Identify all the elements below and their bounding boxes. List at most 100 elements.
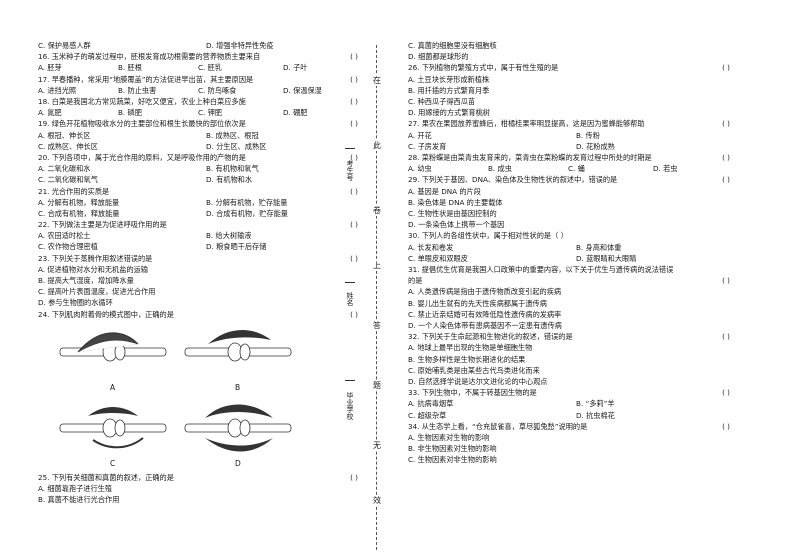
option-a: C. 单眼皮和双眼皮 [408,253,468,263]
question-text: 34. 从生态学上看，“仓充鼠雀喜，草尽狐兔愁”说明的是 [408,421,588,431]
question-text: 16. 玉米种子的萌发过程中，胚根发育成功根需要的营养物质主要来自 [38,52,261,62]
option-d: D. 子叶 [283,63,308,73]
question-line: 18. 白菜是我国北方常见蔬菜，好吃又便宜，农业上种白菜应多施( ) [38,96,358,107]
option-b: D. 花粉成熟 [576,141,615,151]
question-text: 26. 下列植物的繁殖方式中，属于有性生殖的是 [408,63,559,73]
question-text: 25. 下列有关细菌和真菌的叙述，正确的是 [38,472,174,482]
option-line: D. 参与生物圈的水循环 [38,298,113,308]
option-a: C. 子房发育 [408,141,447,151]
muscle-bone-figures: A B C D [38,320,358,472]
option-line: B. 生物多样性是生物长期进化的结果 [408,354,526,364]
option-a: C. 保护易感人群 [38,41,91,50]
option-line: D. 用嫁接的方式繁育桃树 [408,108,490,118]
exam-number-line [345,148,355,149]
answer-parentheses: ( ) [350,309,358,319]
option-line: A. 促进植物对水分和无机盐的运输 [38,264,148,274]
question-text: 27. 果农在果园放养蜜蜂后，柑橘桂果率明显提高，这是因为蜜蜂能够帮助 [408,119,645,129]
option-line: D. 细菌都是球形的 [408,52,469,62]
option-a: A. 幼虫 [408,164,432,174]
option-b: D. 粮食晒干后存储 [206,242,267,252]
option-b: B. 传粉 [576,130,600,140]
joint-figure-b: B [183,322,293,392]
question-text: 30. 下列人的各组性状中，属于相对性状的是（ ） [408,231,568,241]
question-text: 24. 下列肌肉附着骨的模式图中，正确的是 [38,309,174,319]
answer-parentheses: ( ) [350,186,358,196]
joint-figure-c: C [58,398,168,468]
question-text: 22. 下列做法主要是为促进呼吸作用的是 [38,220,167,230]
answer-parentheses: ( ) [350,119,358,129]
question-line: 29. 下列关于基因、DNA、染色体及生物性状的叙述中，错误的是( ) [408,174,730,185]
answer-parentheses: ( ) [722,153,730,162]
option-b: D. 增强非特异性免疫 [206,41,274,50]
question-line: 20. 下列各项中，属于光合作用的原料，又是呼吸作用的产物的是( ) [38,152,358,163]
option-b: D. 分生区、成熟区 [206,141,267,151]
option-a: A. 开花 [408,130,432,140]
option-a: A. 进挡光照 [38,85,77,95]
binding-margin: 在 此 卷 上 答 题 无 效 [364,45,394,550]
option-a: C. 成熟区、伸长区 [38,141,98,151]
option-line: C. 生物因素对非生物的影响 [408,455,497,465]
option-line: B. 真菌不能进行光合作用 [38,495,120,505]
answer-parentheses: ( ) [350,472,358,482]
option-c: C. 防鸟啄食 [198,85,237,95]
option-line: A. 细菌靠孢子进行生殖 [38,484,113,494]
question-text: 的是 [408,276,423,286]
option-b: D. 合成有机物，贮存能量 [206,208,288,218]
option-b: D. 抗虫棉花 [576,410,615,420]
question-text: 33. 下列生物中，不属于转基因生物的是 [408,388,537,398]
option-line: D. 自然选择学说是达尔文进化论的中心观点 [408,377,548,387]
option-b: B. “多莉”羊 [576,399,615,409]
name-label: 姓名 [346,292,354,306]
option-b: B. 成虫 [488,164,512,174]
question-line: 26. 下列植物的繁殖方式中，属于有性生殖的是 ( ) [408,62,730,73]
answer-parentheses: ( ) [722,63,730,73]
option-a: A. 根冠、伸长区 [38,130,91,140]
question-text: 29. 下列关于基因、DNA、染色体及生物性状的叙述中，错误的是 [408,175,618,185]
question-text: 21. 光合作用的实质是 [38,186,110,196]
answer-parentheses: ( ) [350,96,358,106]
option-line: C. 真菌的细胞里没有细胞核 [408,41,497,50]
option-c: C. 蛹 [568,164,585,174]
option-line: D. 一条染色体上携带一个基因 [408,220,505,230]
option-b: B. 防止虫害 [118,85,157,95]
figure-label: D [235,458,241,468]
exam-number-label: 考生号 [346,160,354,181]
question-line: 25. 下列有关细菌和真菌的叙述，正确的是 ( ) [38,472,358,483]
question-text: 19. 绿色开花植物吸收水分的主要部位和根生长最快的部位依次是 [38,119,246,129]
answer-parentheses: ( ) [350,152,358,162]
question-line: 32. 下列关于生命起源和生物进化的叙述，错误的是( ) [408,331,730,342]
option-b: B. 分解有机物，贮存能量 [206,197,288,207]
option-a: A. 氮肥 [38,108,62,118]
answer-parentheses: ( ) [350,74,358,84]
school-line [345,380,355,381]
answer-parentheses: ( ) [722,421,730,431]
option-line: C. 原始哺乳类是由某些古代鸟类进化而来 [408,365,540,375]
option-a: C. 超级杂草 [408,410,447,420]
answer-parentheses: ( ) [722,388,730,398]
figure-label: A [110,382,116,392]
option-line: A. 人类遗传病是指由于遗传物质改变引起的疾病 [408,287,562,297]
option-b: B. 身高和体重 [576,242,622,252]
question-line: 24. 下列肌肉附着骨的模式图中，正确的是 ( ) [38,309,358,320]
option-b: B. 胚根 [118,63,142,73]
question-line: 33. 下列生物中，不属于转基因生物的是 ( ) [408,387,730,398]
option-row: C. 保护易感人群 D. 增强非特异性免疫 [38,40,358,51]
option-b: D. 有机物和水 [206,175,253,185]
school-label: 毕业学校 [346,392,354,420]
figure-label: B [235,382,241,392]
option-line: B. 非生物因素对生物的影响 [408,444,497,454]
option-line: B. 染色体是 DNA 的主要载体 [408,197,503,207]
question-text: 32. 下列关于生命起源和生物进化的叙述，错误的是 [408,332,573,342]
joint-figure-a: A [58,322,168,392]
option-a: A. 分解有机物，释放能量 [38,197,120,207]
question-line: 21. 光合作用的实质是 ( ) [38,186,358,197]
question-text: 31. 提倡优生优育是我国人口政策中的重要内容，以下关于优生与遗传病的说法错误 [408,264,674,274]
option-line: A. 基因是 DNA 的片段 [408,186,481,196]
option-a: A. 二氧化碳和水 [38,164,91,174]
margin-char: 答 [366,320,388,331]
